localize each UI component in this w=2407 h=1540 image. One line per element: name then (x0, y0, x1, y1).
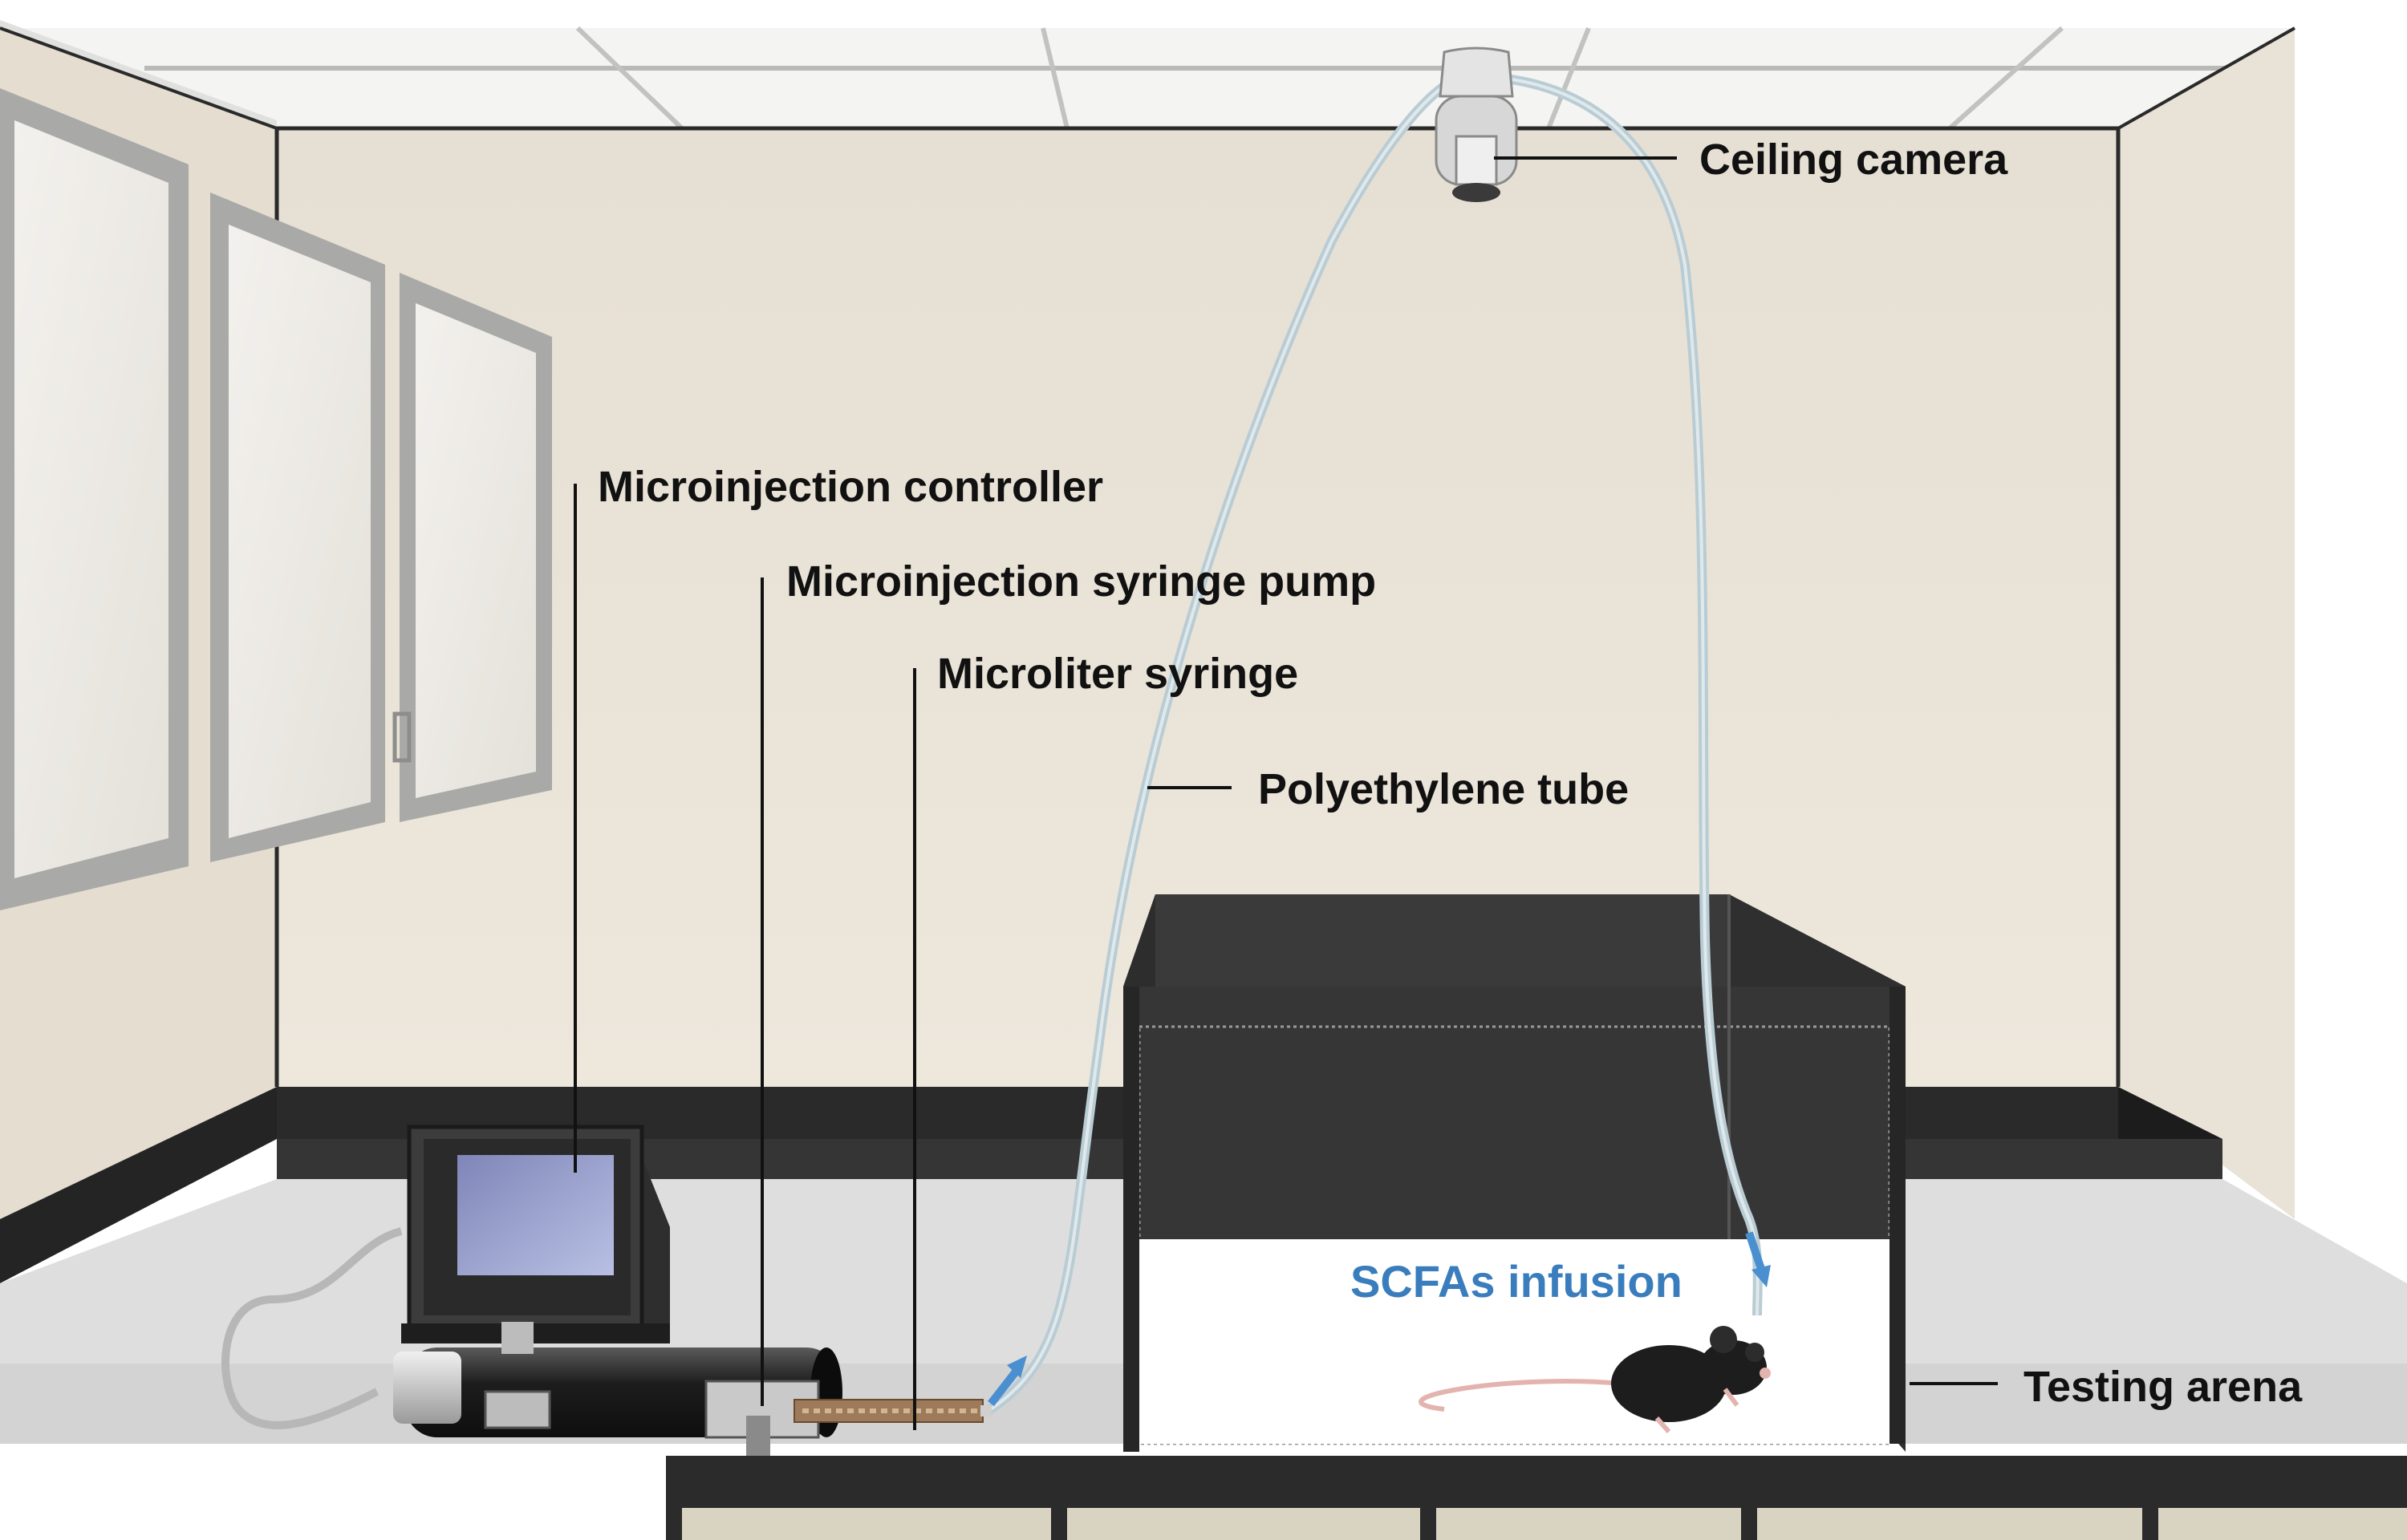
cable (221, 1227, 403, 1429)
window-handle (392, 711, 412, 763)
arrow-up-icon (988, 1356, 1027, 1407)
right-wall (2118, 28, 2295, 1219)
window-right (392, 273, 552, 822)
controller-screen (457, 1155, 614, 1275)
ceiling (0, 20, 2295, 131)
label-testing-arena: Testing arena (2023, 1363, 2303, 1411)
label-ceiling-camera: Ceiling camera (1699, 136, 2008, 184)
ceiling-camera (1435, 47, 1518, 202)
microliter-syringe (794, 1399, 992, 1423)
label-polyethylene-tube: Polyethylene tube (1258, 765, 1630, 813)
label-microinjection-controller: Microinjection controller (598, 463, 1104, 511)
label-scfas-infusion: SCFAs infusion (1350, 1256, 1682, 1307)
testing-arena (1123, 894, 1906, 1452)
front-cabinet (666, 1456, 2407, 1540)
leader-lines (574, 156, 1998, 1430)
arrow-down-icon (1745, 1231, 1771, 1287)
microinjection-controller (401, 1125, 670, 1343)
microinjection-syringe-pump (393, 1322, 842, 1456)
label-microliter-syringe: Microliter syringe (937, 650, 1299, 698)
label-syringe-pump: Microinjection syringe pump (786, 557, 1377, 606)
mouse (1419, 1326, 1771, 1433)
window-left (0, 88, 189, 910)
window-middle (210, 192, 385, 862)
